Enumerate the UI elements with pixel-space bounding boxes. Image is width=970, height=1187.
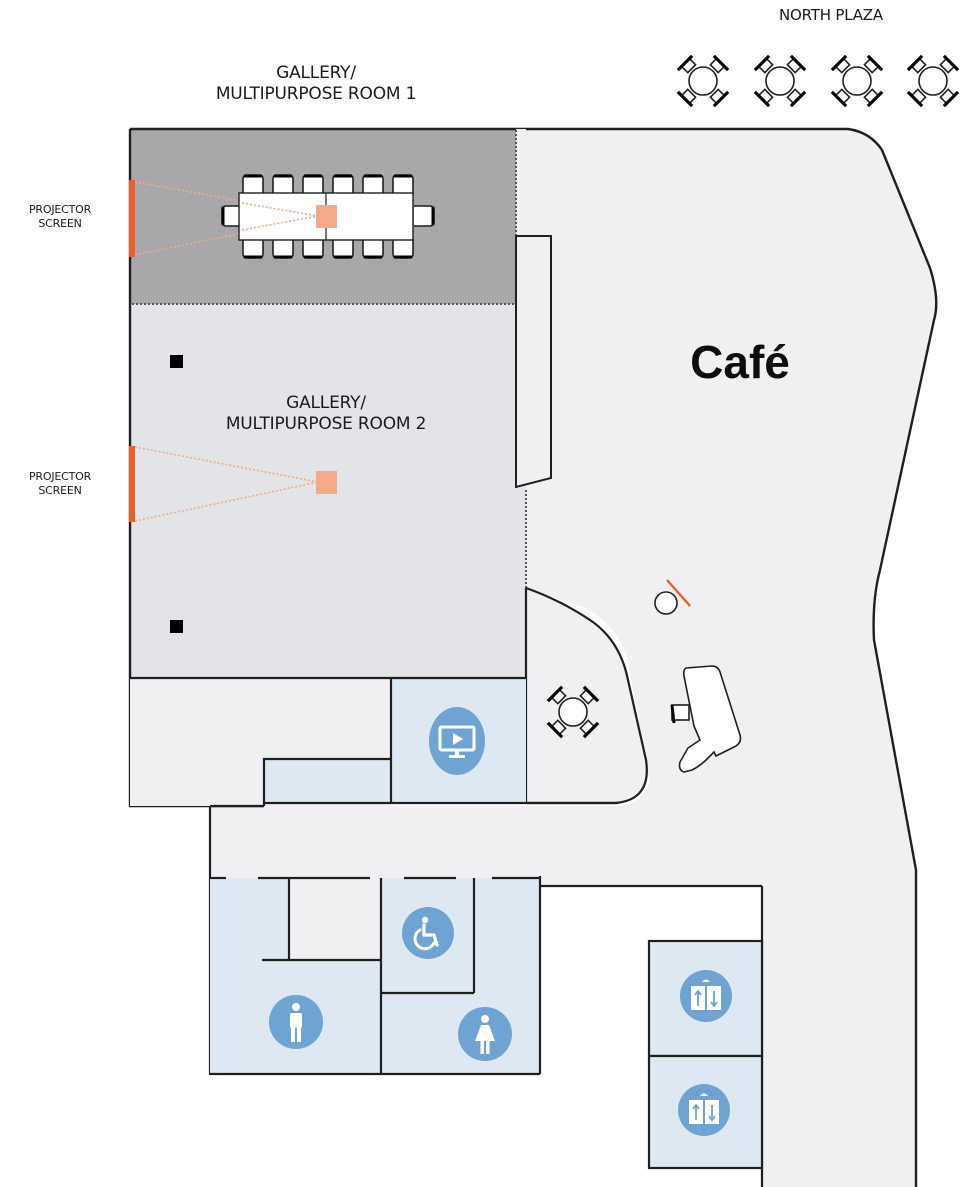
mens-restroom-icon: [269, 995, 323, 1049]
projector-2: [129, 446, 337, 522]
room-1-label: GALLERY/ MULTIPURPOSE ROOM 1: [176, 63, 456, 106]
room-2-label: GALLERY/ MULTIPURPOSE ROOM 2: [186, 393, 466, 436]
womens-restroom-icon: [458, 1007, 512, 1061]
projector-1-unit: [316, 205, 337, 228]
projector-screen-1: [129, 180, 135, 257]
room-2-label-line-2: MULTIPURPOSE ROOM 2: [225, 414, 427, 435]
projector-screen-2: [129, 446, 135, 522]
cafe-label: Café: [640, 334, 840, 392]
elevator-icon: [678, 1084, 730, 1136]
projector-screen-1-label: PROJECTOR SCREEN: [12, 203, 108, 232]
service-counter: [670, 665, 742, 773]
stool: [654, 591, 678, 615]
north-plaza-label: NORTH PLAZA: [716, 6, 946, 25]
room-1-label-line-2: MULTIPURPOSE ROOM 1: [215, 84, 417, 105]
accessible-restroom-icon: [402, 907, 454, 959]
av-media-room-icon: [429, 707, 485, 775]
projector-1-label-line-2: SCREEN: [38, 217, 82, 231]
north-plaza-text: NORTH PLAZA: [779, 6, 883, 24]
column: [170, 620, 183, 633]
room-2-label-line-1: GALLERY/: [286, 393, 366, 413]
projector-2-label-line-1: PROJECTOR: [28, 470, 92, 483]
projector-screen-2-label: PROJECTOR SCREEN: [12, 470, 108, 499]
cafe-text: Café: [690, 336, 790, 388]
north-plaza-tables: [677, 55, 959, 107]
elevator-icon: [680, 970, 732, 1022]
projector-1-label-line-1: PROJECTOR: [28, 203, 92, 216]
column: [170, 355, 183, 368]
cafe-floor-area: [210, 129, 937, 1187]
storage-room[interactable]: [264, 759, 391, 803]
wall-column: [515, 235, 552, 489]
projector-2-unit: [316, 471, 337, 494]
projector-2-label-line-2: SCREEN: [38, 484, 82, 498]
conference-table: [220, 173, 436, 260]
room-1-label-line-1: GALLERY/: [276, 63, 356, 83]
cafe-outer-wall: [516, 127, 938, 1187]
